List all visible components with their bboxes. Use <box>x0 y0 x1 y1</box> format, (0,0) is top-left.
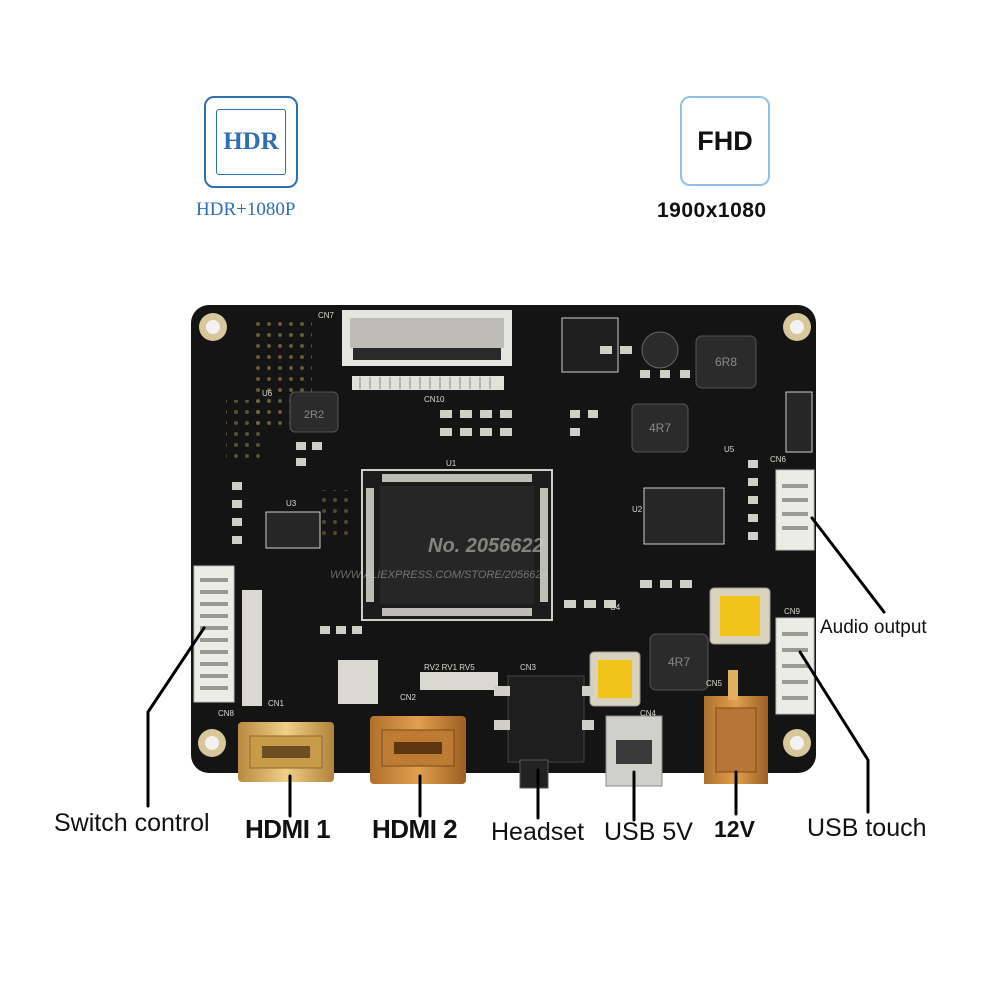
fhd-badge: FHD <box>680 96 770 186</box>
chip-u3 <box>265 511 321 549</box>
label-headset: Headset <box>491 818 585 846</box>
silk-cn4: CN4 <box>640 709 657 718</box>
headset-jack <box>507 675 585 763</box>
chip-power <box>561 317 619 373</box>
silk-cn5: CN5 <box>706 679 723 688</box>
inductor-4r7-top-label: 4R7 <box>649 421 671 435</box>
label-12v: 12V <box>714 816 755 842</box>
silk-rv: RV2 RV1 RV5 <box>424 663 475 672</box>
connector-cn6 <box>775 469 815 551</box>
line-switch-control <box>146 626 206 808</box>
inductor-2r2 <box>289 391 339 433</box>
silk-cn2: CN2 <box>400 693 417 702</box>
watermark-store-number: No. 2056622 <box>428 535 544 557</box>
inductor-2r2-label: 2R2 <box>304 409 324 421</box>
silk-u6: U6 <box>262 389 273 398</box>
label-hdmi1: HDMI 1 <box>245 814 331 844</box>
diode-d2 <box>785 391 813 453</box>
mounting-holes <box>198 313 811 757</box>
inductor-6r8 <box>695 335 757 389</box>
inductor-6r8-label: 6R8 <box>715 355 737 369</box>
silk-cn3: CN3 <box>520 663 537 672</box>
silk-cn8: CN8 <box>218 709 235 718</box>
fhd-badge-text: FHD <box>697 125 753 156</box>
watermark-url: WWW.ALIEXPRESS.COM/STORE/2056624 <box>330 569 548 581</box>
hdr-badge: HDR <box>204 96 298 188</box>
silk-cn7: CN7 <box>318 311 335 320</box>
line-audio-output <box>810 516 886 614</box>
hdr-subtitle: HDR+1080P <box>196 199 296 220</box>
hdr-badge-text: HDR <box>216 109 286 175</box>
silk-cn9: CN9 <box>784 607 801 616</box>
label-usb-touch: USB touch <box>807 814 927 842</box>
silk-cn6: CN6 <box>770 455 787 464</box>
label-audio-output: Audio output <box>820 617 927 638</box>
silk-cn10: CN10 <box>424 395 445 404</box>
chip-u2 <box>643 487 725 545</box>
line-usb-touch <box>798 650 870 814</box>
label-switch-control: Switch control <box>54 809 210 837</box>
label-usb5v: USB 5V <box>604 818 693 846</box>
label-hdmi2: HDMI 2 <box>372 814 458 844</box>
inductor-4r7-bottom-label: 4R7 <box>668 655 690 669</box>
silk-cn1: CN1 <box>268 699 285 708</box>
smd-components <box>232 346 758 634</box>
silk-u3: U3 <box>286 499 297 508</box>
silk-u1: U1 <box>446 459 457 468</box>
silk-u4: U4 <box>610 603 621 612</box>
inductor-4r7-top <box>631 403 689 453</box>
silk-u2: U2 <box>632 505 643 514</box>
inductor-4r7-bottom <box>649 633 709 691</box>
fhd-subtitle: 1900x1080 <box>657 199 767 222</box>
silk-u5: U5 <box>724 445 735 454</box>
